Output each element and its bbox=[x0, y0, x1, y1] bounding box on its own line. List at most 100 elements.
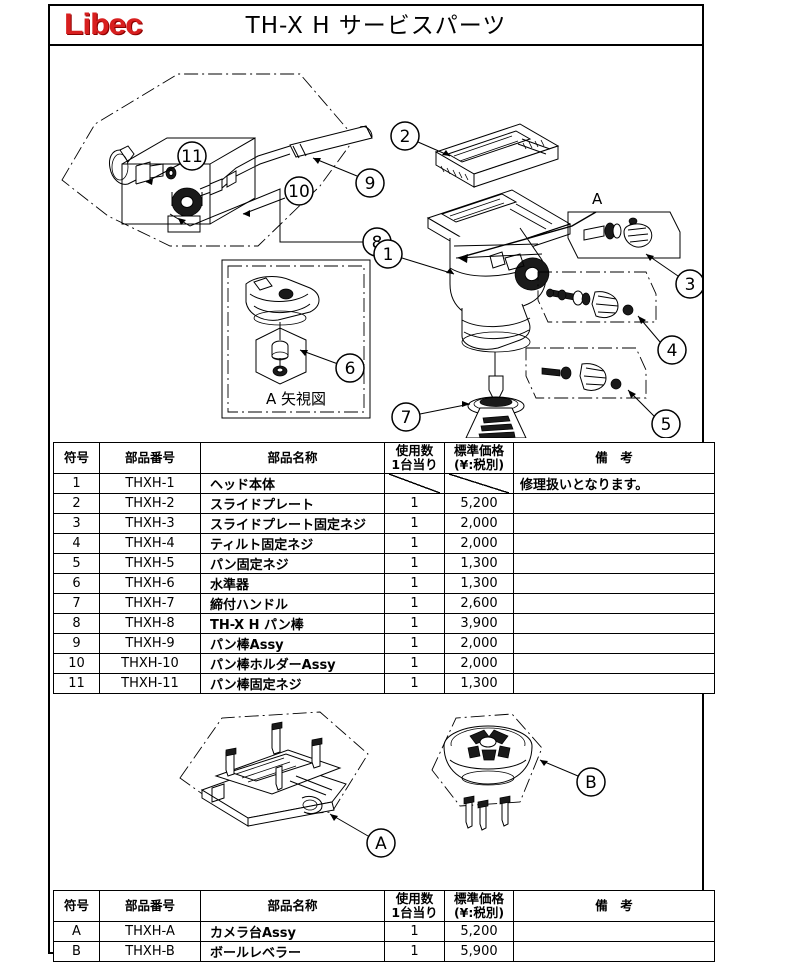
cell-symbol: 6 bbox=[53, 573, 100, 594]
cell-price: 2,000 bbox=[444, 633, 514, 654]
col-qty-line2: 1台当り bbox=[391, 457, 438, 472]
title-bar: TH-X H サービスパーツ Libec bbox=[50, 6, 702, 46]
cell-qty: 1 bbox=[384, 593, 445, 614]
page-title: TH-X H サービスパーツ bbox=[245, 13, 507, 39]
cell-price: 3,900 bbox=[444, 613, 514, 634]
cell-symbol: 8 bbox=[53, 613, 100, 634]
callout-11: 11 bbox=[181, 147, 203, 167]
cell-part-name: ボールレベラー bbox=[200, 941, 385, 962]
table-header-row: 符号 部品番号 部品名称 使用数 1台当り 標準価格 (¥:税別) 備 考 bbox=[53, 442, 715, 474]
col-price-line2: (¥:税別) bbox=[453, 457, 505, 472]
cell-price: 5,200 bbox=[444, 921, 514, 942]
callout-3: 3 bbox=[685, 275, 696, 295]
callout-6: 6 bbox=[345, 359, 356, 379]
col-part-name: 部品名称 bbox=[200, 442, 385, 474]
cell-symbol: 7 bbox=[53, 593, 100, 614]
cell-price: 1,300 bbox=[444, 553, 514, 574]
cell-part-name: スライドプレート bbox=[200, 493, 385, 514]
col-symbol: 符号 bbox=[53, 442, 100, 474]
cell-remarks bbox=[513, 513, 715, 534]
col-price: 標準価格 (¥:税別) bbox=[444, 890, 514, 922]
cell-symbol: 4 bbox=[53, 533, 100, 554]
cell-part-number: THXH-2 bbox=[99, 493, 201, 514]
cell-part-number: THXH-B bbox=[99, 941, 201, 962]
cell-remarks bbox=[513, 593, 715, 614]
callout-b: B bbox=[585, 773, 597, 793]
cell-remarks bbox=[513, 673, 715, 694]
callout-8: 8 bbox=[372, 233, 383, 253]
col-qty-line1: 使用数 bbox=[395, 443, 434, 458]
cell-price: 5,900 bbox=[444, 941, 514, 962]
cell-qty: 1 bbox=[384, 921, 445, 942]
col-remarks: 備 考 bbox=[513, 442, 715, 474]
cell-symbol: 1 bbox=[53, 473, 100, 494]
cell-price: 2,000 bbox=[444, 533, 514, 554]
libec-logo: Libec bbox=[64, 10, 214, 40]
col-symbol: 符号 bbox=[53, 890, 100, 922]
col-part-number: 部品番号 bbox=[99, 890, 201, 922]
cell-qty: 1 bbox=[384, 673, 445, 694]
col-qty-line2: 1台当り bbox=[391, 905, 438, 920]
callout-4: 4 bbox=[667, 341, 678, 361]
callout-1: 1 bbox=[383, 245, 394, 265]
cell-remarks bbox=[513, 613, 715, 634]
col-price: 標準価格 (¥:税別) bbox=[444, 442, 514, 474]
cell-qty: 1 bbox=[384, 553, 445, 574]
view-a-label: A 矢視図 bbox=[266, 390, 326, 408]
cell-part-name: カメラ台Assy bbox=[200, 921, 385, 942]
cell-remarks bbox=[513, 493, 715, 514]
cell-part-name: 締付ハンドル bbox=[200, 593, 385, 614]
cell-part-number: THXH-4 bbox=[99, 533, 201, 554]
cell-part-name: スライドプレート固定ネジ bbox=[200, 513, 385, 534]
cell-part-name: パン棒固定ネジ bbox=[200, 673, 385, 694]
cell-qty: 1 bbox=[384, 533, 445, 554]
cell-remarks bbox=[513, 553, 715, 574]
cell-qty: 1 bbox=[384, 941, 445, 962]
cell-part-number: THXH-6 bbox=[99, 573, 201, 594]
cell-price bbox=[444, 473, 514, 494]
exploded-diagram-top: .ln{fill:none;stroke:#000;stroke-width:1… bbox=[50, 46, 702, 438]
cell-symbol: B bbox=[53, 941, 100, 962]
cell-price: 1,300 bbox=[444, 573, 514, 594]
callout-7: 7 bbox=[401, 408, 412, 428]
cell-qty bbox=[384, 473, 445, 494]
cell-part-number: THXH-A bbox=[99, 921, 201, 942]
cell-symbol: 5 bbox=[53, 553, 100, 574]
col-price-line2: (¥:税別) bbox=[453, 905, 505, 920]
cell-part-name: ティルト固定ネジ bbox=[200, 533, 385, 554]
cell-symbol: 2 bbox=[53, 493, 100, 514]
cell-price: 2,000 bbox=[444, 513, 514, 534]
cell-remarks bbox=[513, 533, 715, 554]
col-part-name: 部品名称 bbox=[200, 890, 385, 922]
cell-part-number: THXH-3 bbox=[99, 513, 201, 534]
cell-qty: 1 bbox=[384, 573, 445, 594]
col-price-line1: 標準価格 bbox=[453, 443, 504, 458]
table-header-row: 符号 部品番号 部品名称 使用数 1台当り 標準価格 (¥:税別) 備 考 bbox=[53, 890, 715, 922]
document-page: TH-X H サービスパーツ Libec .ln{fill:none;strok… bbox=[48, 4, 715, 962]
cell-part-name: パン固定ネジ bbox=[200, 553, 385, 574]
cell-part-name: 水準器 bbox=[200, 573, 385, 594]
callout-5: 5 bbox=[661, 415, 672, 435]
cell-symbol: 11 bbox=[53, 673, 100, 694]
col-qty: 使用数 1台当り bbox=[384, 442, 445, 474]
col-qty: 使用数 1台当り bbox=[384, 890, 445, 922]
callout-10: 10 bbox=[288, 182, 310, 202]
cell-part-number: THXH-8 bbox=[99, 613, 201, 634]
cell-remarks bbox=[513, 921, 715, 942]
logo-text: Libec bbox=[64, 8, 143, 41]
exploded-diagram-bottom: .l{fill:none;stroke:#000;stroke-width:1;… bbox=[50, 650, 702, 888]
cell-qty: 1 bbox=[384, 493, 445, 514]
cell-qty: 1 bbox=[384, 513, 445, 534]
cell-part-number: THXH-10 bbox=[99, 653, 201, 674]
